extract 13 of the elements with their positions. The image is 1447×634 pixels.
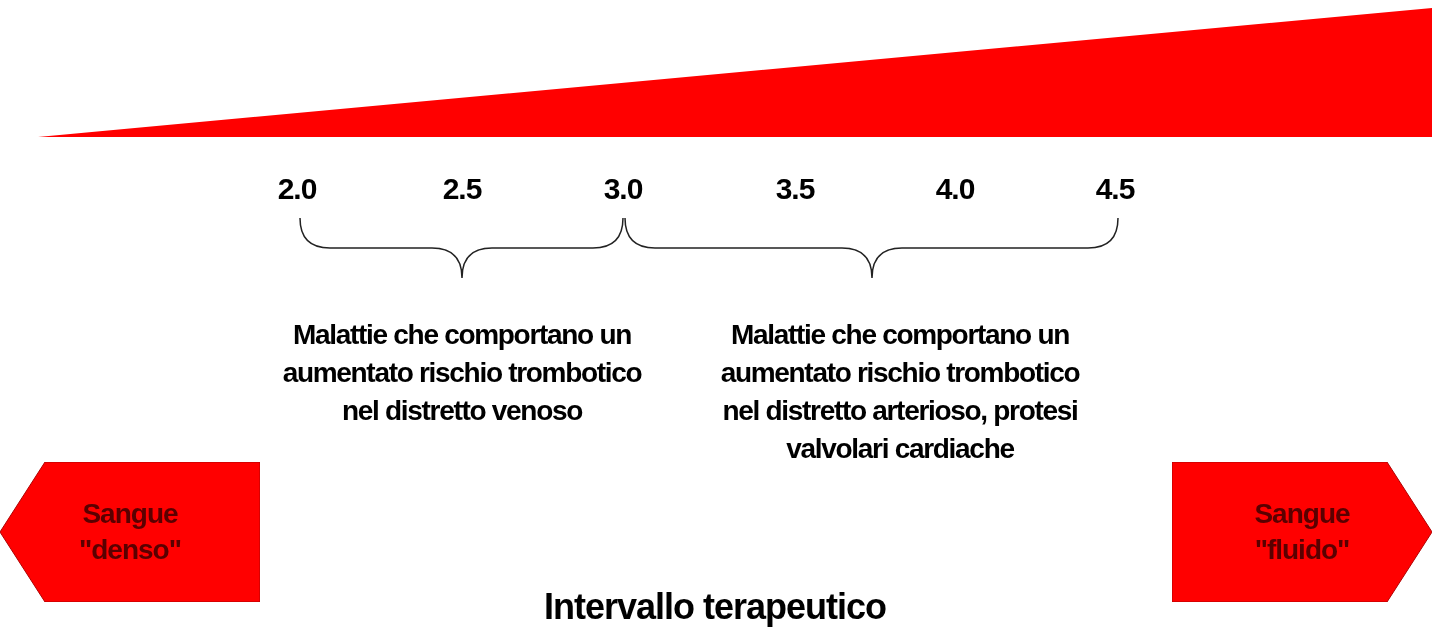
description-text: Malattie che comportano un aumentato rischio trombotico nel distretto venoso	[281, 318, 643, 428]
scale-value: 2.0	[276, 171, 318, 207]
caption: Intervallo terapeutico	[542, 585, 888, 629]
scale-value: 4.5	[1094, 171, 1136, 207]
arrow-label: Sangue "fluido"	[1253, 497, 1351, 567]
scale-value: 3.5	[774, 171, 816, 207]
arrow-label: Sangue "denso"	[78, 497, 182, 567]
scale-value: 4.0	[934, 171, 976, 207]
scale-value: 3.0	[602, 171, 644, 207]
arrow-shape	[0, 462, 260, 602]
description-text: Malattie che comportano un aumentato rischio trombotico nel distretto arterioso, protesi valvolari cardiache	[719, 318, 1081, 466]
scale-value: 2.5	[441, 171, 483, 207]
arrow-shape	[1172, 462, 1432, 602]
